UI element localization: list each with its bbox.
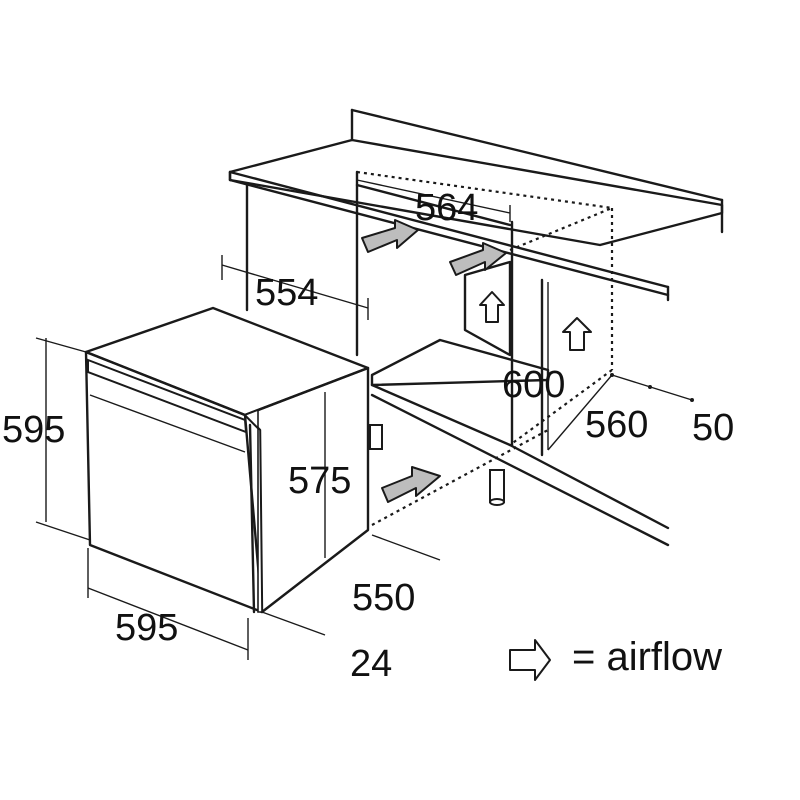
dim-niche-width: 564 (415, 187, 478, 229)
airflow-arrow-icon (509, 639, 551, 681)
airflow-arrow-icon (562, 317, 592, 351)
legend-text: = airflow (572, 635, 722, 679)
dim-line-niche-width (356, 172, 511, 222)
dim-body-height: 575 (288, 460, 351, 502)
cabinet-base (370, 338, 670, 547)
dim-oven-width: 595 (115, 607, 178, 649)
airflow-arrow-icon (361, 219, 419, 253)
dim-line-cabinet-depth (547, 373, 694, 451)
airflow-arrow-icon (479, 291, 505, 323)
cabinet-back-panel (463, 260, 512, 357)
dim-line-oven-height (35, 337, 91, 541)
airflow-arrow-icon (449, 242, 507, 276)
dim-line-body-depth (261, 534, 441, 636)
dim-rear-gap: 50 (692, 407, 734, 449)
dim-body-depth: 550 (352, 577, 415, 619)
dim-niche-height: 600 (502, 364, 565, 406)
dim-oven-height: 595 (2, 409, 65, 451)
worktop (228, 108, 724, 302)
dim-line-oven-width (87, 548, 249, 660)
dim-niche-depth: 554 (255, 272, 318, 314)
airflow-arrow-icon (381, 466, 441, 503)
niche-outline (356, 170, 614, 526)
dim-line-niche-depth (221, 255, 369, 320)
dim-cabinet-depth: 560 (585, 404, 648, 446)
legend: = airflow (509, 635, 722, 681)
dim-front-thickness: 24 (350, 643, 392, 685)
cabinet-feet (369, 424, 505, 506)
